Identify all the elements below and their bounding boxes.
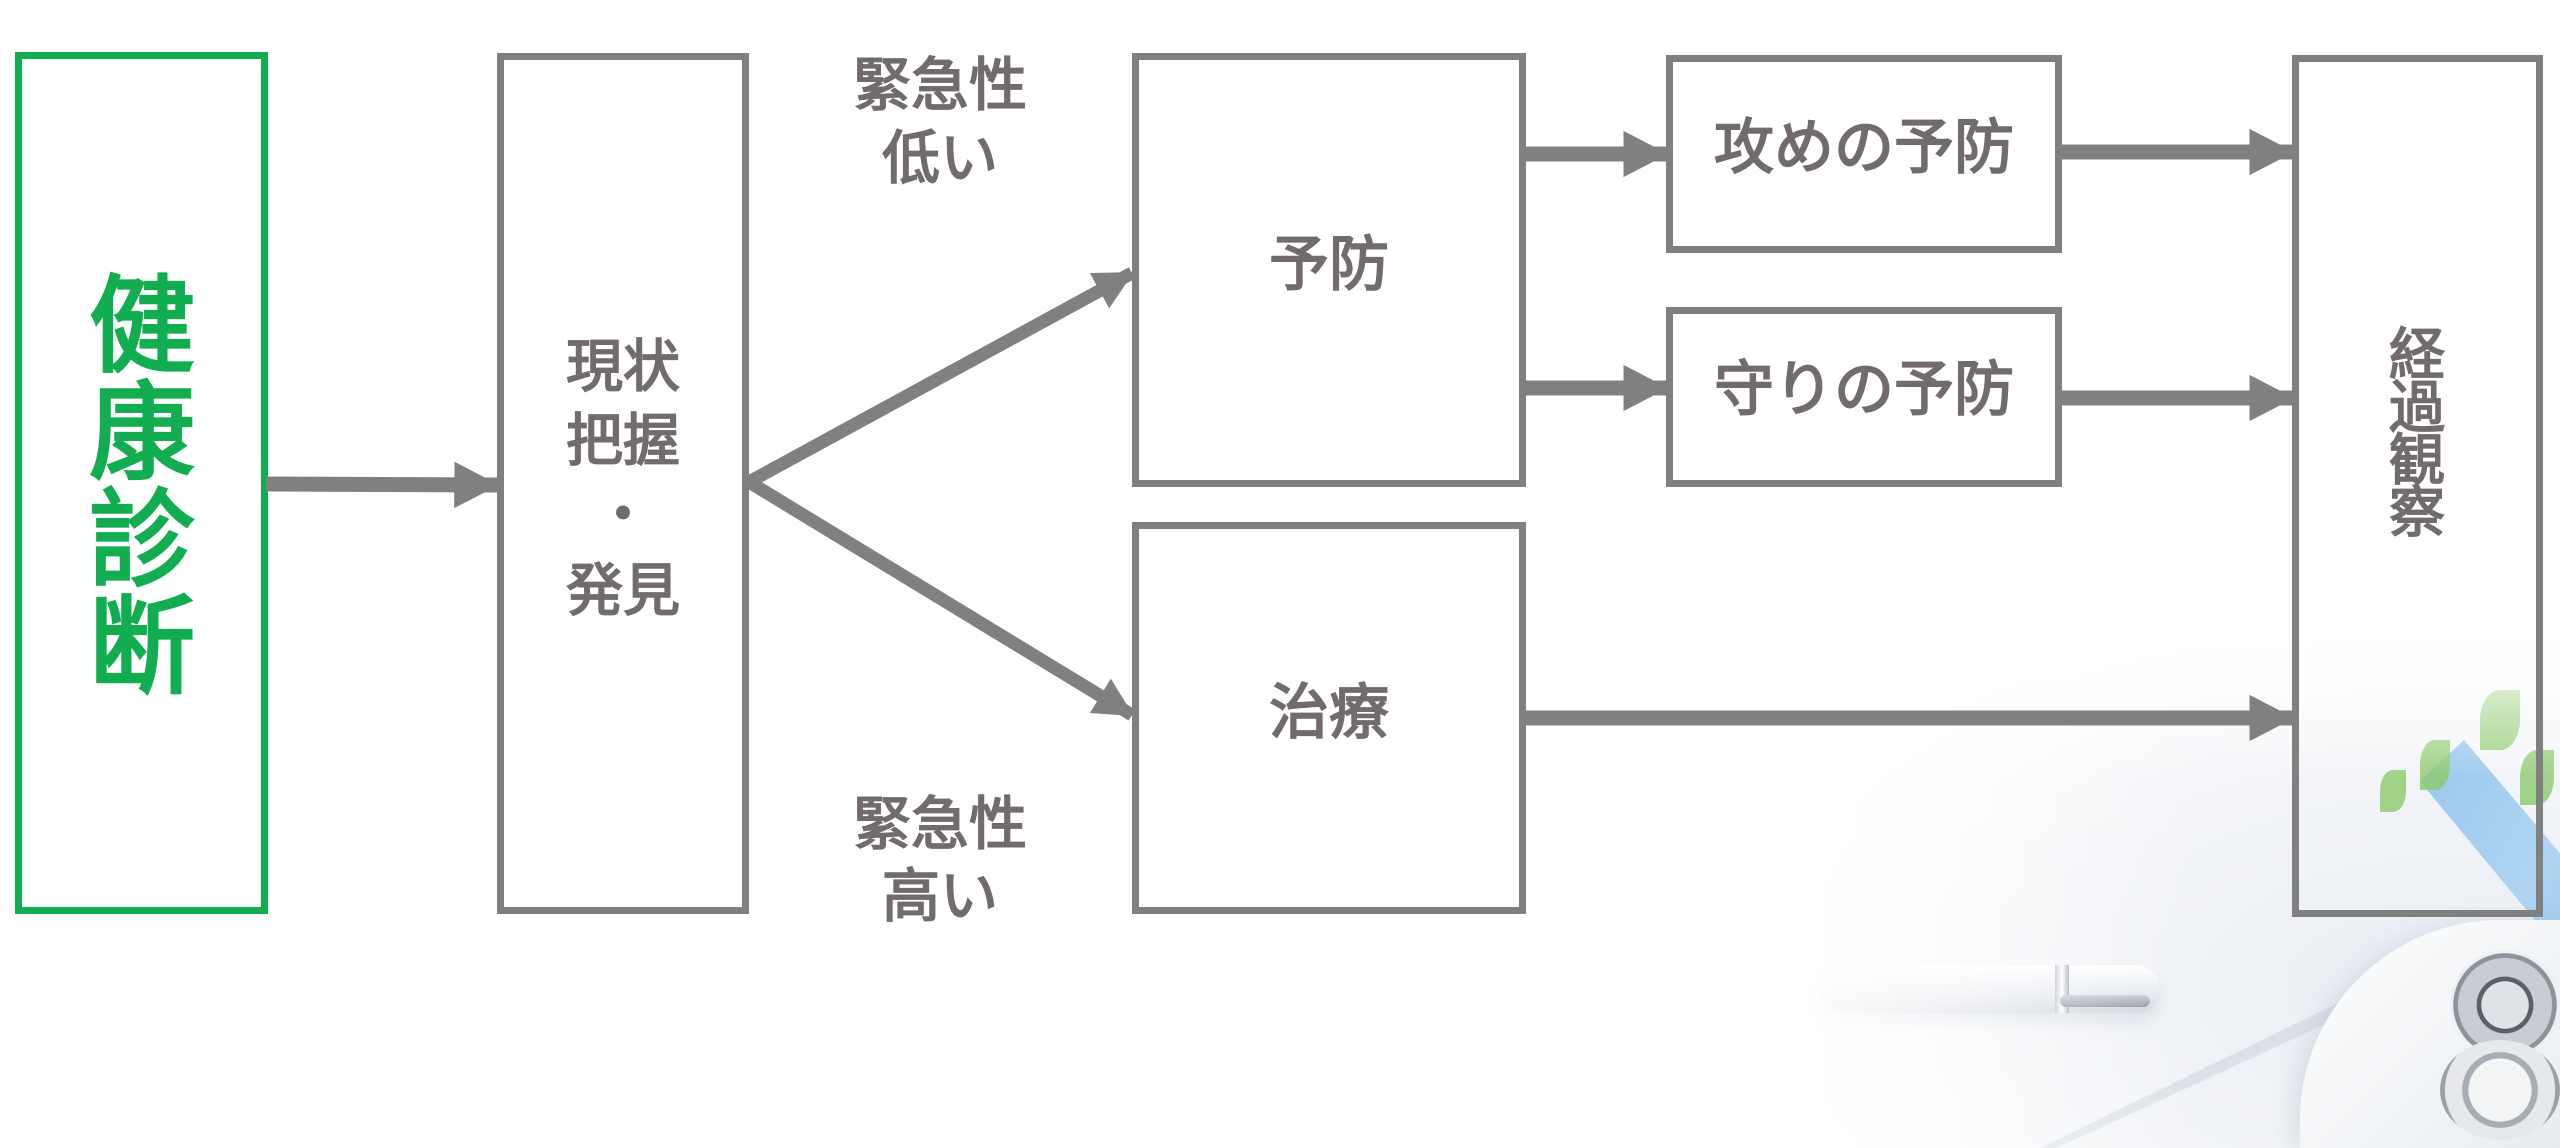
low-urgency-label: 緊急性 [853, 51, 1027, 119]
assessment-line: 現状 [566, 334, 681, 400]
low-urgency-label: 低い [882, 124, 998, 192]
high-urgency-label: 緊急性 [853, 790, 1027, 858]
assessment-line: 発見 [566, 558, 680, 624]
node-health-checkup [15, 52, 268, 914]
treatment-label: 治療 [1269, 678, 1389, 748]
node-prevention [1132, 53, 1526, 487]
node-treatment [1132, 522, 1526, 914]
follow-up-char: 経 [2389, 323, 2446, 388]
background-medical-photo [1760, 620, 2560, 1148]
health-checkup-char: 康 [89, 372, 195, 495]
node-assessment [497, 53, 749, 914]
edge-assessment-to-treatment [745, 476, 1136, 721]
edge-assessment-to-prevention [745, 267, 1136, 488]
health-checkup-char: 健 [89, 265, 195, 388]
photo-fade [1760, 620, 2560, 1148]
node-defensive-prevention [1666, 307, 2062, 487]
prevention-label: 予防 [1269, 230, 1389, 300]
health-checkup-char: 断 [89, 586, 195, 709]
assessment-line: 把握 [566, 408, 680, 474]
edge-checkup-to-assessment [265, 461, 500, 509]
follow-up-char: 察 [2389, 481, 2445, 546]
defensive-prevention-label: 守りの予防 [1714, 355, 2014, 425]
node-proactive-prevention [1666, 55, 2062, 253]
proactive-prevention-label: 攻めの予防 [1714, 113, 2014, 183]
health-checkup-char: 診 [89, 479, 196, 602]
follow-up-char: 過 [2389, 376, 2446, 441]
follow-up-char: 観 [2389, 429, 2445, 494]
assessment-line: ・ [595, 482, 652, 548]
node-follow-up [2292, 55, 2543, 917]
high-urgency-label: 高い [882, 862, 998, 930]
